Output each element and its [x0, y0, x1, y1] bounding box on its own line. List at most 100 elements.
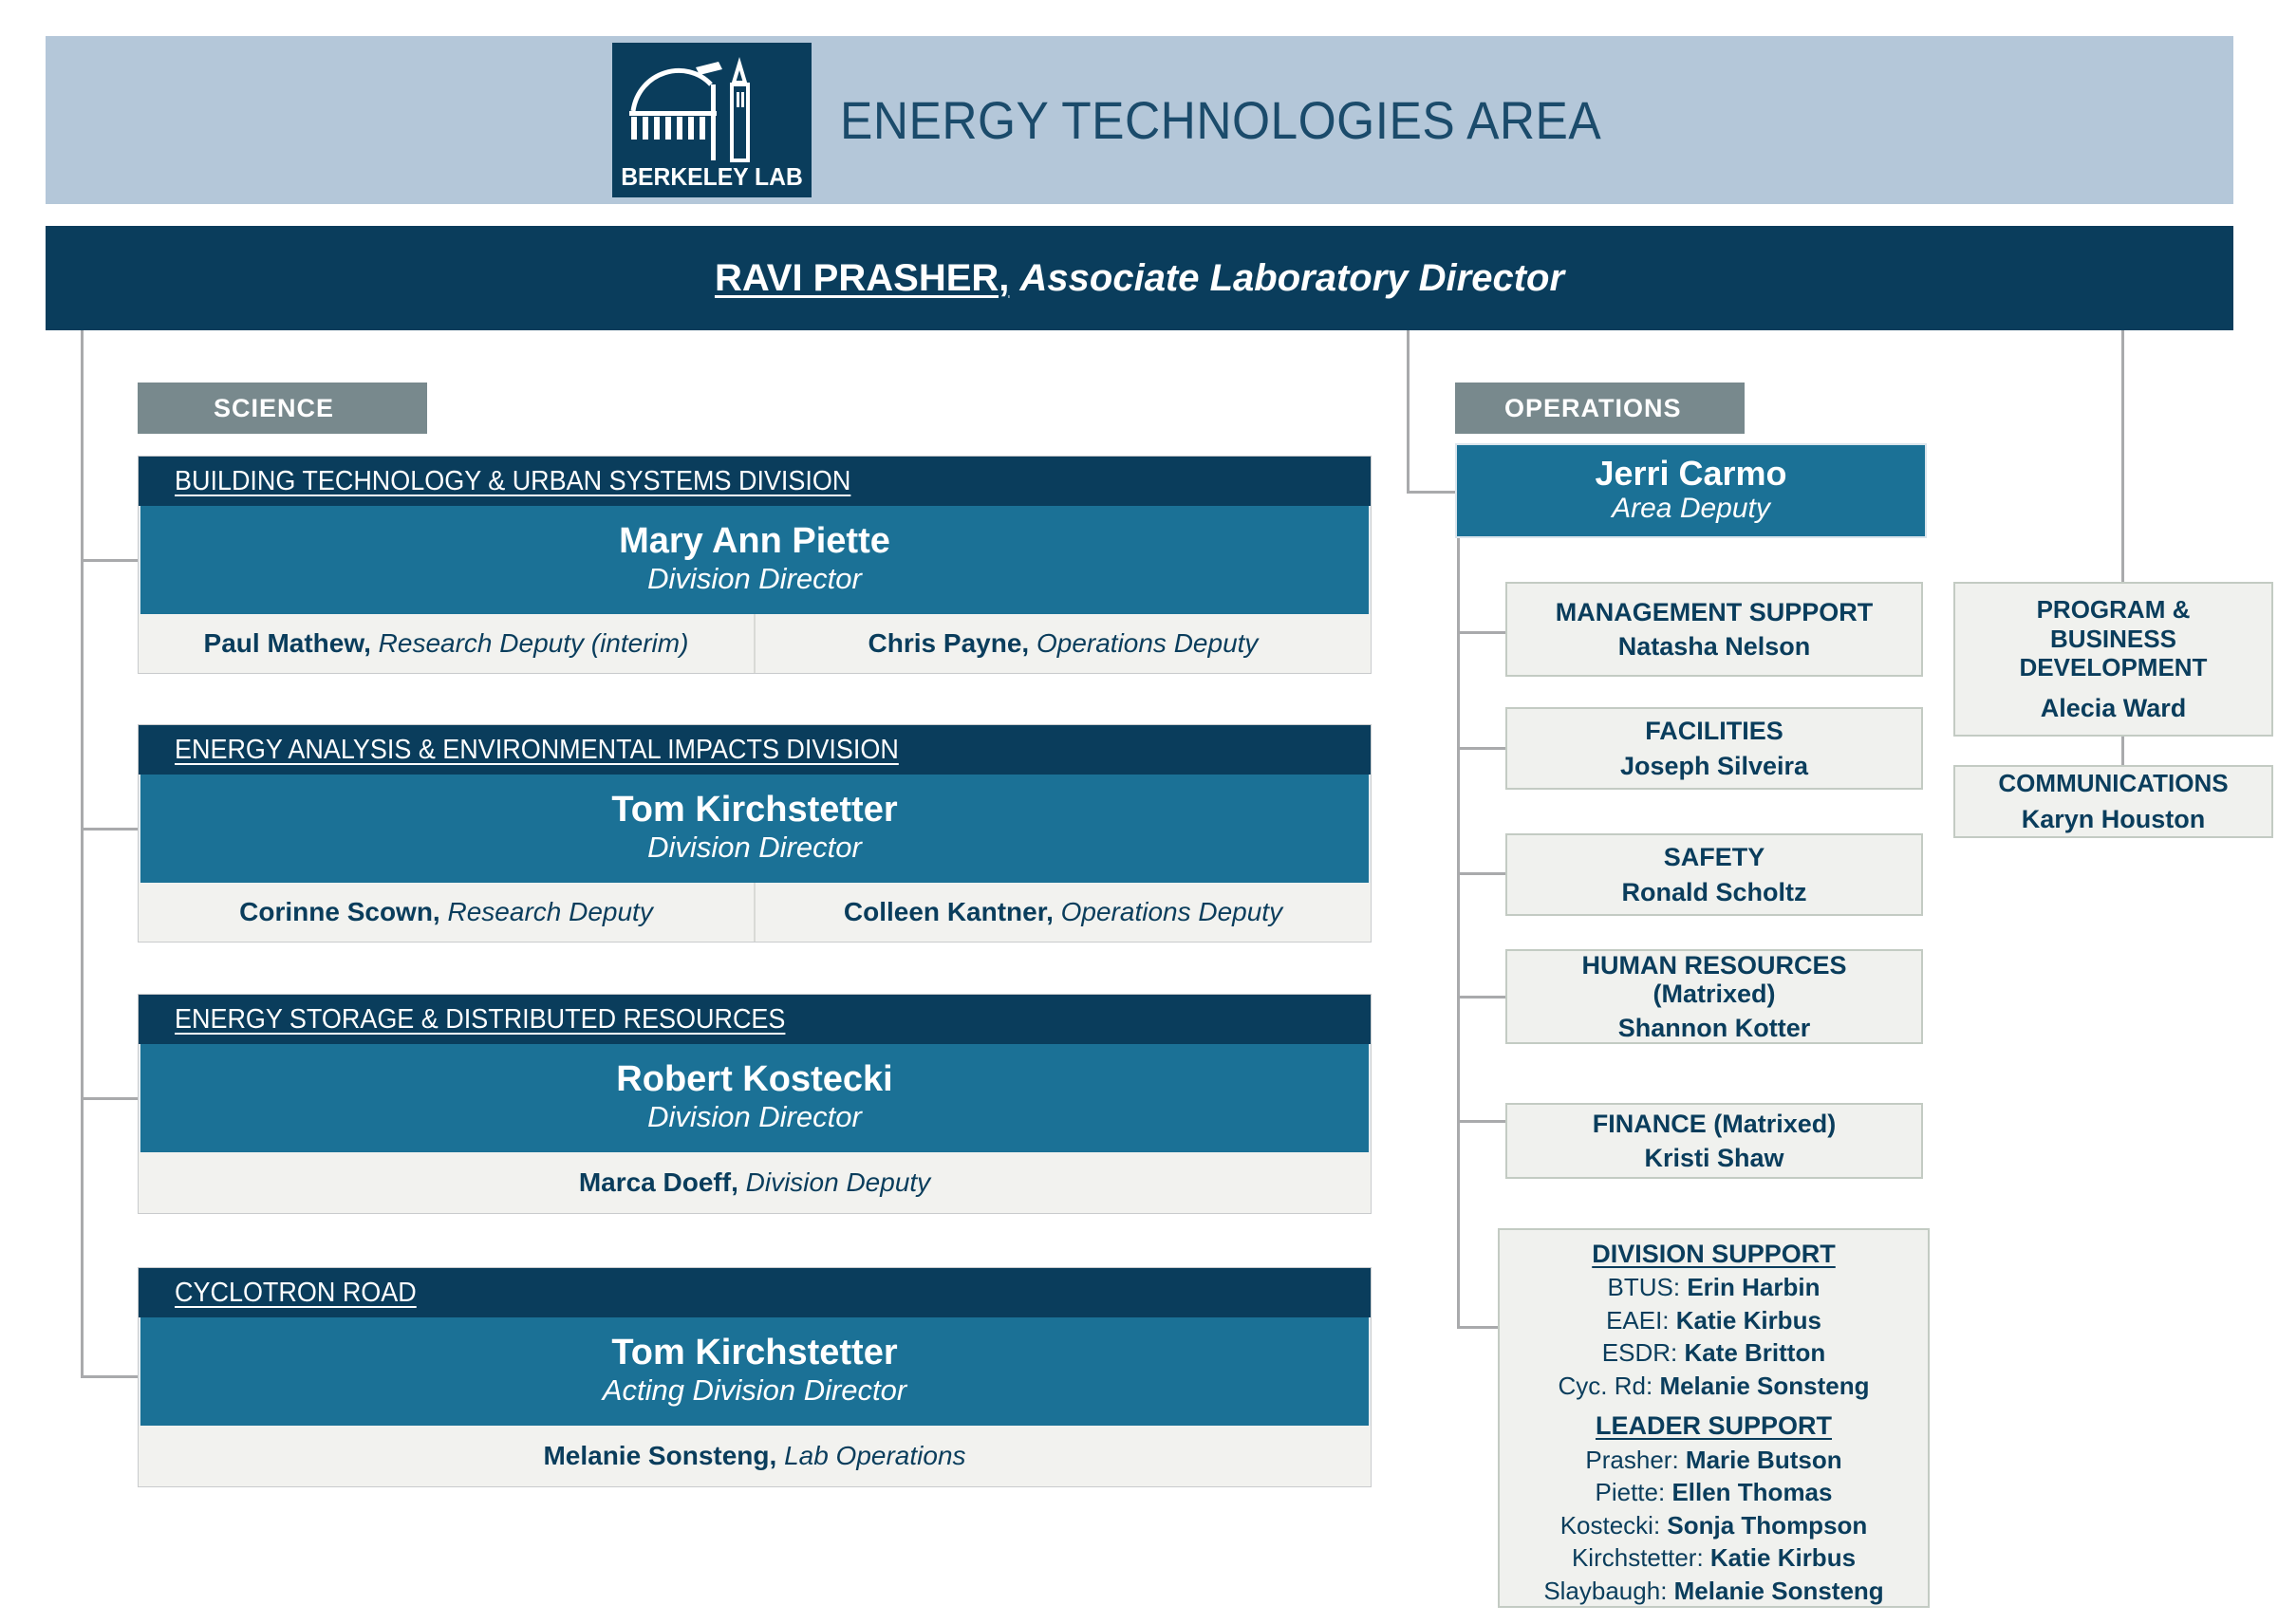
ops-box-title: FACILITIES: [1645, 717, 1783, 746]
division-card-eaei[interactable]: ENERGY ANALYSIS & ENVIRONMENTAL IMPACTS …: [138, 724, 1372, 943]
leader-support-row: Prasher: Marie Butson: [1500, 1444, 1928, 1477]
division-name-esdr: ENERGY STORAGE & DISTRIBUTED RESOURCES: [175, 1003, 786, 1035]
deputy-name: Corinne Scown,: [239, 897, 440, 926]
deputy-entry: Marca Doeff, Division Deputy: [139, 1152, 1371, 1213]
ops-box-finance[interactable]: FINANCE (Matrixed) Kristi Shaw: [1505, 1103, 1923, 1179]
division-director-btus: Mary Ann Piette Division Director: [139, 506, 1371, 614]
ops-box-name: Ronald Scholtz: [1621, 877, 1807, 906]
ops-box-facilities[interactable]: FACILITIES Joseph Silveira: [1505, 707, 1923, 790]
deputy-entry: Melanie Sonsteng, Lab Operations: [139, 1426, 1371, 1486]
operations-lead-card[interactable]: Jerri Carmo Area Deputy: [1455, 443, 1927, 538]
deputy-role: Research Deputy (interim): [378, 628, 689, 658]
operations-lead-name: Jerri Carmo: [1595, 454, 1787, 494]
support-label: ESDR:: [1601, 1338, 1685, 1368]
support-label: Kirchstetter:: [1571, 1543, 1710, 1573]
division-director-eaei: Tom Kirchstetter Division Director: [139, 775, 1371, 883]
ops-box-name: Joseph Silveira: [1619, 751, 1809, 780]
division-card-esdr[interactable]: ENERGY STORAGE & DISTRIBUTED RESOURCES R…: [138, 994, 1372, 1214]
ops-box-title: SAFETY: [1663, 843, 1765, 872]
science-branch-1: [81, 559, 140, 562]
support-name: Kate Britton: [1684, 1338, 1826, 1368]
ops-box-safety[interactable]: SAFETY Ronald Scholtz: [1505, 833, 1923, 916]
leader-support-row: Kirchstetter: Katie Kirbus: [1500, 1541, 1928, 1575]
deputy-role: Division Deputy: [745, 1167, 931, 1197]
division-header-eaei: ENERGY ANALYSIS & ENVIRONMENTAL IMPACTS …: [139, 725, 1371, 775]
division-card-cyclotron-road[interactable]: CYCLOTRON ROAD Tom Kirchstetter Acting D…: [138, 1267, 1372, 1487]
division-name-btus: BUILDING TECHNOLOGY & URBAN SYSTEMS DIVI…: [175, 465, 851, 496]
right-box-communications[interactable]: COMMUNICATIONS Karyn Houston: [1953, 765, 2273, 838]
support-name: Erin Harbin: [1687, 1273, 1821, 1302]
division-deputies-esdr: Marca Doeff, Division Deputy: [139, 1152, 1371, 1213]
deputy-name: Colleen Kantner,: [843, 897, 1054, 926]
header-banner: BERKELEY LAB ENERGY TECHNOLOGIES AREA: [46, 36, 2233, 204]
division-name-cyclotron-road: CYCLOTRON ROAD: [175, 1277, 417, 1308]
science-branch-3: [81, 1097, 140, 1100]
leader-support-row: Piette: Ellen Thomas: [1500, 1476, 1928, 1509]
operations-feed-hline: [1407, 491, 1458, 494]
division-deputies-btus: Paul Mathew, Research Deputy (interim) C…: [139, 614, 1371, 673]
ald-title: Associate Laboratory Director: [1019, 256, 1565, 299]
division-support-row: BTUS: Erin Harbin: [1500, 1271, 1928, 1304]
director-name: Tom Kirchstetter: [611, 789, 898, 830]
right-column-connector: [2121, 737, 2124, 765]
deputy-entry: Chris Payne, Operations Deputy: [754, 614, 1371, 673]
deputy-entry: Colleen Kantner, Operations Deputy: [754, 883, 1371, 942]
support-name: Katie Kirbus: [1675, 1305, 1821, 1335]
svg-text:BERKELEY LAB: BERKELEY LAB: [621, 163, 803, 191]
operations-feed-vline: [1407, 330, 1410, 494]
operations-branch-6: [1457, 1326, 1500, 1329]
right-box-title: COMMUNICATIONS: [1998, 768, 2229, 797]
division-deputies-eaei: Corinne Scown, Research Deputy Colleen K…: [139, 883, 1371, 942]
deputy-name: Melanie Sonsteng,: [543, 1441, 777, 1470]
director-name: Tom Kirchstetter: [611, 1332, 898, 1372]
support-name: Melanie Sonsteng: [1659, 1371, 1870, 1400]
division-name-eaei: ENERGY ANALYSIS & ENVIRONMENTAL IMPACTS …: [175, 734, 899, 765]
ops-box-title: HUMAN RESOURCES (Matrixed): [1581, 950, 1847, 1008]
division-header-btus: BUILDING TECHNOLOGY & URBAN SYSTEMS DIVI…: [139, 457, 1371, 506]
deputy-role: Operations Deputy: [1036, 628, 1259, 658]
director-role: Division Director: [647, 1099, 862, 1133]
director-role: Division Director: [647, 561, 862, 595]
right-box-program-business-development[interactable]: PROGRAM & BUSINESS DEVELOPMENT Alecia Wa…: [1953, 582, 2273, 737]
column-tag-operations: OPERATIONS: [1455, 383, 1745, 434]
column-tag-science: SCIENCE: [138, 383, 427, 434]
division-header-cyclotron-road: CYCLOTRON ROAD: [139, 1268, 1371, 1317]
ald-text-line: RAVI PRASHER, Associate Laboratory Direc…: [715, 257, 1564, 300]
support-label: EAEI:: [1606, 1305, 1676, 1335]
operations-branch-3: [1457, 872, 1507, 875]
operations-branch-4: [1457, 996, 1507, 999]
science-branch-4: [81, 1375, 140, 1378]
banner-title: ENERGY TECHNOLOGIES AREA: [839, 90, 1601, 150]
support-name: Sonja Thompson: [1667, 1510, 1868, 1540]
support-name: Katie Kirbus: [1709, 1543, 1857, 1573]
ops-box-human-resources[interactable]: HUMAN RESOURCES (Matrixed) Shannon Kotte…: [1505, 949, 1923, 1044]
division-director-esdr: Robert Kostecki Division Director: [139, 1044, 1371, 1152]
ops-box-management-support[interactable]: MANAGEMENT SUPPORT Natasha Nelson: [1505, 582, 1923, 677]
support-label: Slaybaugh:: [1543, 1576, 1674, 1605]
ops-box-name: Shannon Kotter: [1617, 1014, 1811, 1043]
director-name: Mary Ann Piette: [619, 520, 890, 561]
support-name: Ellen Thomas: [1671, 1478, 1833, 1507]
deputy-entry: Paul Mathew, Research Deputy (interim): [139, 614, 754, 673]
support-label: Kostecki:: [1559, 1510, 1668, 1540]
deputy-name: Paul Mathew,: [203, 628, 371, 658]
ops-box-name: Natasha Nelson: [1617, 632, 1811, 661]
division-support-title: DIVISION SUPPORT: [1592, 1240, 1836, 1268]
division-director-cyclotron-road: Tom Kirchstetter Acting Division Directo…: [139, 1317, 1371, 1426]
support-name: Marie Butson: [1685, 1445, 1842, 1474]
deputy-role: Research Deputy: [447, 897, 653, 926]
operations-branch-2: [1457, 747, 1507, 750]
berkeley-lab-logo-icon: BERKELEY LAB: [611, 43, 812, 197]
support-box[interactable]: DIVISION SUPPORT BTUS: Erin Harbin EAEI:…: [1498, 1228, 1930, 1608]
ops-box-title: MANAGEMENT SUPPORT: [1555, 597, 1874, 626]
deputy-name: Marca Doeff,: [578, 1167, 738, 1197]
support-label: BTUS:: [1607, 1273, 1688, 1302]
division-card-btus[interactable]: BUILDING TECHNOLOGY & URBAN SYSTEMS DIVI…: [138, 456, 1372, 674]
division-support-row: ESDR: Kate Britton: [1500, 1336, 1928, 1370]
deputy-name: Chris Payne,: [868, 628, 1030, 658]
division-header-esdr: ENERGY STORAGE & DISTRIBUTED RESOURCES: [139, 995, 1371, 1044]
support-label: Piette:: [1595, 1478, 1672, 1507]
division-support-row: Cyc. Rd: Melanie Sonsteng: [1500, 1370, 1928, 1403]
ald-name: RAVI PRASHER,: [714, 256, 1010, 299]
